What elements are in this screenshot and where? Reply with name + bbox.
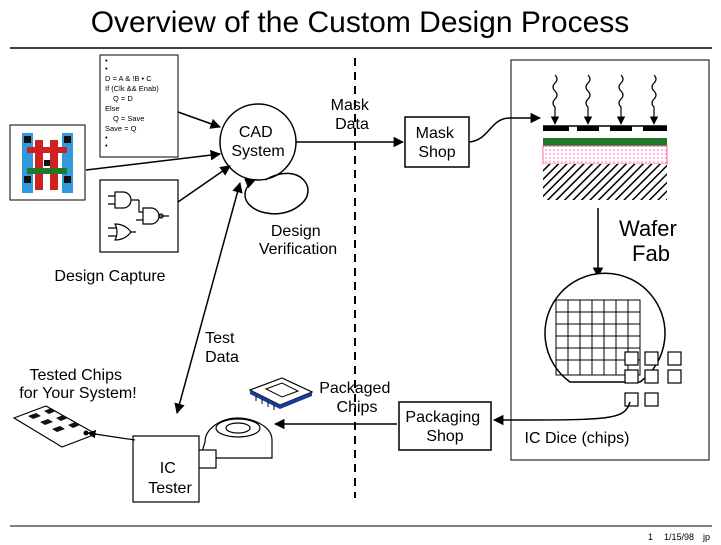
schematic-to-cad-arrow [177,165,231,203]
design-verification-label: Design Verification [259,223,337,258]
verification-loop-arrow [244,172,309,215]
layout-image [9,124,86,201]
layout-to-cad-arrow [85,149,222,171]
packaging-shop-node [398,401,492,451]
cad-system-node [219,103,297,181]
gate-schematic [99,179,179,253]
mask-shop-label: Mask Shop [416,125,459,161]
ic-dice-label: IC Dice (chips) [525,430,630,447]
ic-tester-machine [132,417,273,503]
uv-light-rays [550,74,659,125]
tested-chips-label: Tested Chips for Your System! [19,367,136,402]
footer-initials: jp [702,532,710,542]
page-title: Overview of the Custom Design Process [91,6,630,39]
code-to-cad-arrow [177,111,221,129]
packaged-chip-icon [248,377,314,410]
tester-to-board-arrow [87,429,136,441]
code-listing: • • D = A & !B • C If (Clk && Enab) Q = … [105,56,161,150]
oxide-layer [543,138,667,146]
doped-layer [542,145,668,165]
mask-to-fab-arrow [468,112,542,143]
design-capture-label: Design Capture [54,268,165,285]
footer-page-number: 1 [648,532,653,542]
hdl-code-box: • • D = A & !B • C If (Clk && Enab) Q = … [99,54,179,158]
wafer-fab-panel [510,59,710,461]
test-data-arrow [174,181,243,415]
test-data-label: Test Data [205,330,239,366]
packaged-chips-label: Packaged Chips [319,380,395,416]
photomask [543,125,667,131]
separated-dice [624,351,682,407]
wafer-dice-grid [544,272,666,383]
substrate-layer [543,164,667,200]
mask-data-label: Mask Data [331,97,374,133]
footer-date: 1/15/98 [664,532,694,542]
wafer-fab-label: Wafer Fab [619,216,683,266]
ic-tester-label: IC Tester [148,460,192,497]
dice-to-packaging-arrow [492,401,631,426]
packaging-shop-label: Packaging Shop [405,409,484,445]
cad-system-label: CAD System [231,124,284,160]
circuit-board-icon [12,405,98,448]
